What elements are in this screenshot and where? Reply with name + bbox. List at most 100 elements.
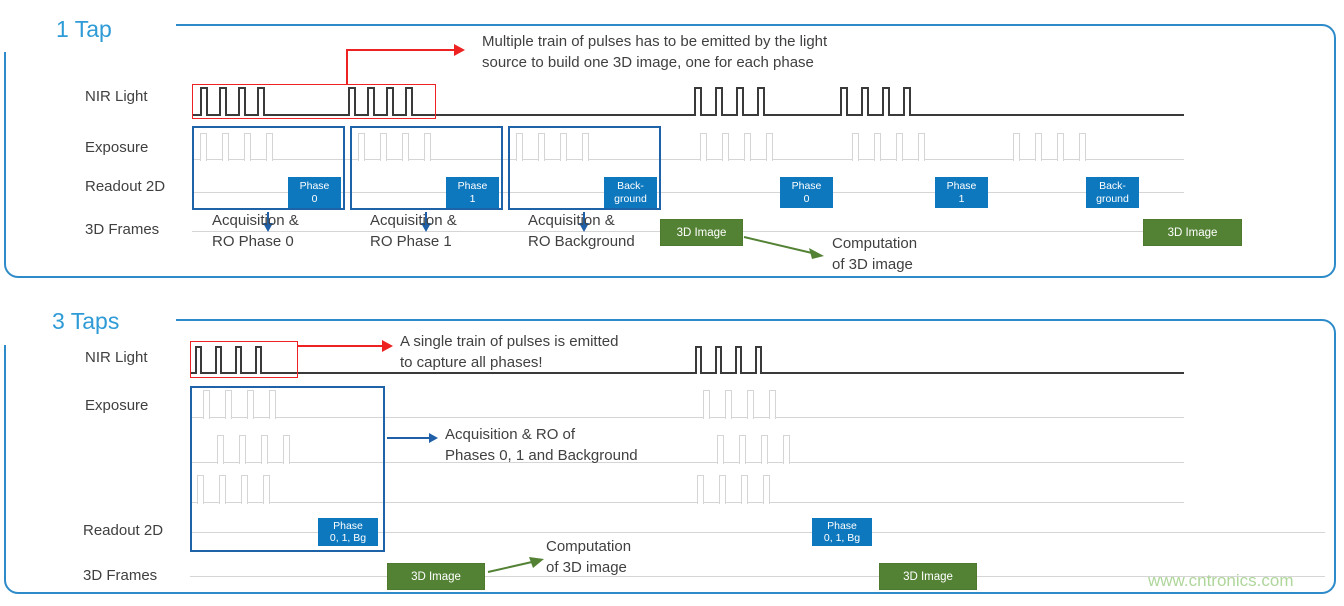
3d-image-label: 3D Image [903, 570, 953, 583]
p2-acquisition-box [190, 386, 385, 552]
panel-1tap-title: 1 Tap [56, 16, 112, 42]
p2-computation-arrow-icon [487, 557, 544, 573]
p2-row-label-nir: NIR Light [85, 349, 148, 366]
badge-text: Phase [946, 180, 977, 192]
p1-acquisition-box-phase0 [192, 126, 345, 210]
p1-row-label-readout: Readout 2D [85, 178, 166, 195]
p1-frame-label-phase1: Acquisition & RO Phase 1 [370, 210, 457, 252]
badge-text: 1 [958, 192, 965, 205]
badge-text: Phase [299, 180, 330, 192]
p2-computation-line2: of 3D image [546, 559, 627, 576]
pulse-train [200, 133, 273, 161]
pulse-train [197, 475, 270, 504]
badge-text: 0 [311, 192, 318, 205]
badge-text: 0, 1, Bg [329, 532, 367, 544]
p1-readout-badge-background: Back- ground [604, 177, 657, 208]
p1-annotation-arrowhead-icon [454, 44, 465, 56]
p1-computation-line1: Computation [832, 235, 918, 252]
p2-readout-badge-2: Phase 0, 1, Bg [812, 518, 872, 546]
panel-3taps-title-gap [0, 305, 176, 345]
p1-row-label-exposure: Exposure [85, 139, 149, 156]
p2-row-label-exposure: Exposure [85, 397, 149, 414]
p2-annotation-line2: to capture all phases! [400, 354, 543, 371]
p1-frame-label-phase0: Acquisition & RO Phase 0 [212, 210, 299, 252]
p1-row-label-frames: 3D Frames [85, 221, 160, 238]
p1-computation-arrow-icon [743, 236, 824, 259]
p2-3d-image-box-2: 3D Image [879, 563, 977, 590]
p2-acquisition-note-line1: Acquisition & RO of [445, 426, 576, 443]
p2-computation-line1: Computation [546, 538, 632, 555]
p1-down-arrow-3 [583, 212, 585, 224]
p2-3d-image-box-1: 3D Image [387, 563, 485, 590]
p1-annotation-arrow-horizontal [346, 49, 454, 51]
p2-annotation-arrow [298, 345, 382, 347]
p1-down-arrowhead-3-icon [579, 223, 589, 232]
p2-exposure-c-baseline [190, 502, 1184, 503]
panel-1tap-title-gap [0, 14, 176, 52]
badge-text: 0 [803, 192, 810, 205]
p1-readout-badge-phase0: Phase 0 [288, 177, 341, 208]
badge-text: Phase [457, 180, 488, 192]
panel-1tap-border [4, 24, 1336, 278]
p1-3d-image-box-2: 3D Image [1143, 219, 1242, 246]
p1-annotation: Multiple train of pulses has to be emitt… [482, 31, 827, 73]
p2-exposure-b-baseline [190, 462, 1184, 463]
frame-label-line: RO Background [528, 233, 635, 250]
pulse-train [852, 133, 925, 161]
pulse-train [840, 87, 911, 116]
pulse-train [697, 475, 770, 504]
p2-readout-badge-1: Phase 0, 1, Bg [318, 518, 378, 546]
p2-row-label-frames: 3D Frames [83, 567, 158, 584]
p2-nir-baseline [190, 372, 1184, 374]
pulse-train [348, 87, 413, 116]
watermark: www.cntronics.com [1148, 571, 1294, 590]
pulse-train [703, 390, 776, 419]
pulse-train [695, 346, 762, 374]
p2-acquisition-note-line2: Phases 0, 1 and Background [445, 447, 638, 464]
pulse-train [203, 390, 276, 419]
p1-computation-line2: of 3D image [832, 256, 913, 273]
frame-label-line: Acquisition & [528, 212, 615, 229]
panel-3taps-title: 3 Taps [52, 308, 120, 334]
p1-down-arrow-1 [267, 212, 269, 224]
p2-acquisition-arrowhead-icon [429, 433, 438, 443]
p1-nir-baseline [192, 114, 1184, 116]
p1-nir-highlight-box [192, 84, 436, 119]
p2-exposure-a-baseline [190, 417, 1184, 418]
p1-exposure-baseline [192, 159, 1184, 160]
p1-down-arrowhead-1-icon [263, 223, 273, 232]
badge-text: Phase [791, 180, 822, 192]
pulse-train [717, 435, 790, 464]
p1-computation-note: Computation of 3D image [832, 233, 917, 275]
p1-readout-line [192, 192, 1184, 193]
pulse-train [1013, 133, 1086, 161]
p2-annotation-arrowhead-icon [382, 340, 393, 352]
frame-label-line: Acquisition & [370, 212, 457, 229]
p1-readout-badge-phase1: Phase 1 [446, 177, 499, 208]
pulse-train [358, 133, 431, 161]
p2-annotation-line1: A single train of pulses is emitted [400, 333, 619, 350]
badge-text: Phase [333, 519, 363, 532]
pulse-train [516, 133, 589, 161]
p2-readout-line [190, 532, 1325, 533]
p1-3d-image-box-1: 3D Image [660, 219, 743, 246]
p2-nir-highlight-box [190, 341, 298, 378]
frame-label-line: RO Phase 0 [212, 233, 294, 250]
badge-text: ground [614, 192, 647, 205]
p2-acquisition-arrow [387, 437, 429, 439]
pulse-train [200, 87, 265, 116]
p1-down-arrow-2 [425, 212, 427, 224]
p1-readout-badge-phase1-2: Phase 1 [935, 177, 988, 208]
pulse-train [700, 133, 773, 161]
p2-acquisition-note: Acquisition & RO of Phases 0, 1 and Back… [445, 424, 638, 466]
p1-row-label-nir: NIR Light [85, 88, 148, 105]
p1-frame-label-background: Acquisition & RO Background [528, 210, 635, 252]
p1-annotation-arrow-vertical [346, 50, 348, 84]
p2-computation-note: Computation of 3D image [546, 536, 631, 578]
p2-annotation: A single train of pulses is emitted to c… [400, 331, 618, 373]
panel-3taps-border [4, 319, 1336, 594]
3d-image-label: 3D Image [676, 226, 727, 239]
p1-acquisition-box-phase1 [350, 126, 503, 210]
badge-text: 0, 1, Bg [823, 532, 861, 544]
